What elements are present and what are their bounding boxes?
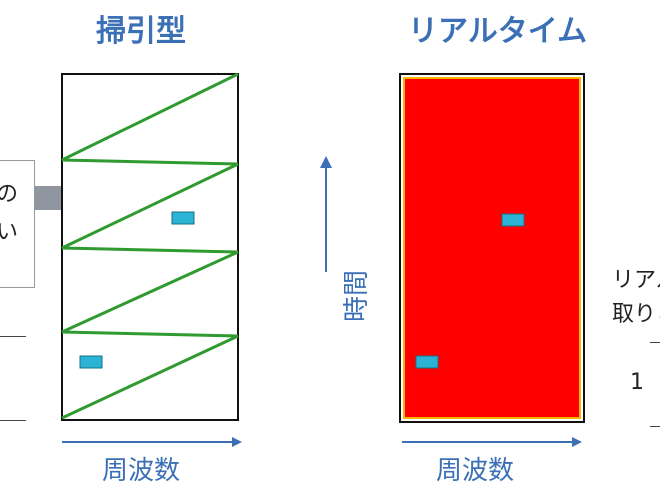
sweep-signal-block-1 — [171, 211, 195, 225]
sweep-frequency-label: 周波数 — [102, 456, 181, 486]
sweep-trace — [61, 72, 239, 420]
left-callout-line1: の — [0, 182, 19, 207]
realtime-signal-block-1 — [501, 213, 525, 227]
realtime-signal-block-2 — [415, 355, 439, 369]
right-cutoff-line1: リアル — [612, 268, 660, 293]
left-callout-line2: い — [0, 220, 19, 245]
realtime-panel-title: リアルタイム — [408, 14, 588, 49]
right-separator-bottom — [650, 426, 660, 427]
sweep-frequency-axis-arrow — [62, 437, 242, 447]
sweep-panel — [61, 72, 239, 421]
right-cutoff-line2: 取りこ — [612, 302, 660, 327]
time-axis-arrow — [320, 156, 332, 272]
left-separator-bottom — [0, 420, 26, 421]
right-cutoff-number: 1 — [630, 370, 644, 395]
sweep-signal-block-2 — [79, 355, 103, 369]
realtime-panel — [399, 73, 585, 423]
time-axis-label: 時間 — [342, 269, 372, 322]
left-separator-top — [0, 336, 26, 337]
realtime-frequency-axis-arrow — [402, 437, 582, 447]
sweep-panel-title: 掃引型 — [96, 14, 186, 49]
left-callout-box — [0, 160, 35, 288]
realtime-frequency-label: 周波数 — [436, 456, 515, 486]
right-separator-top — [650, 342, 660, 343]
